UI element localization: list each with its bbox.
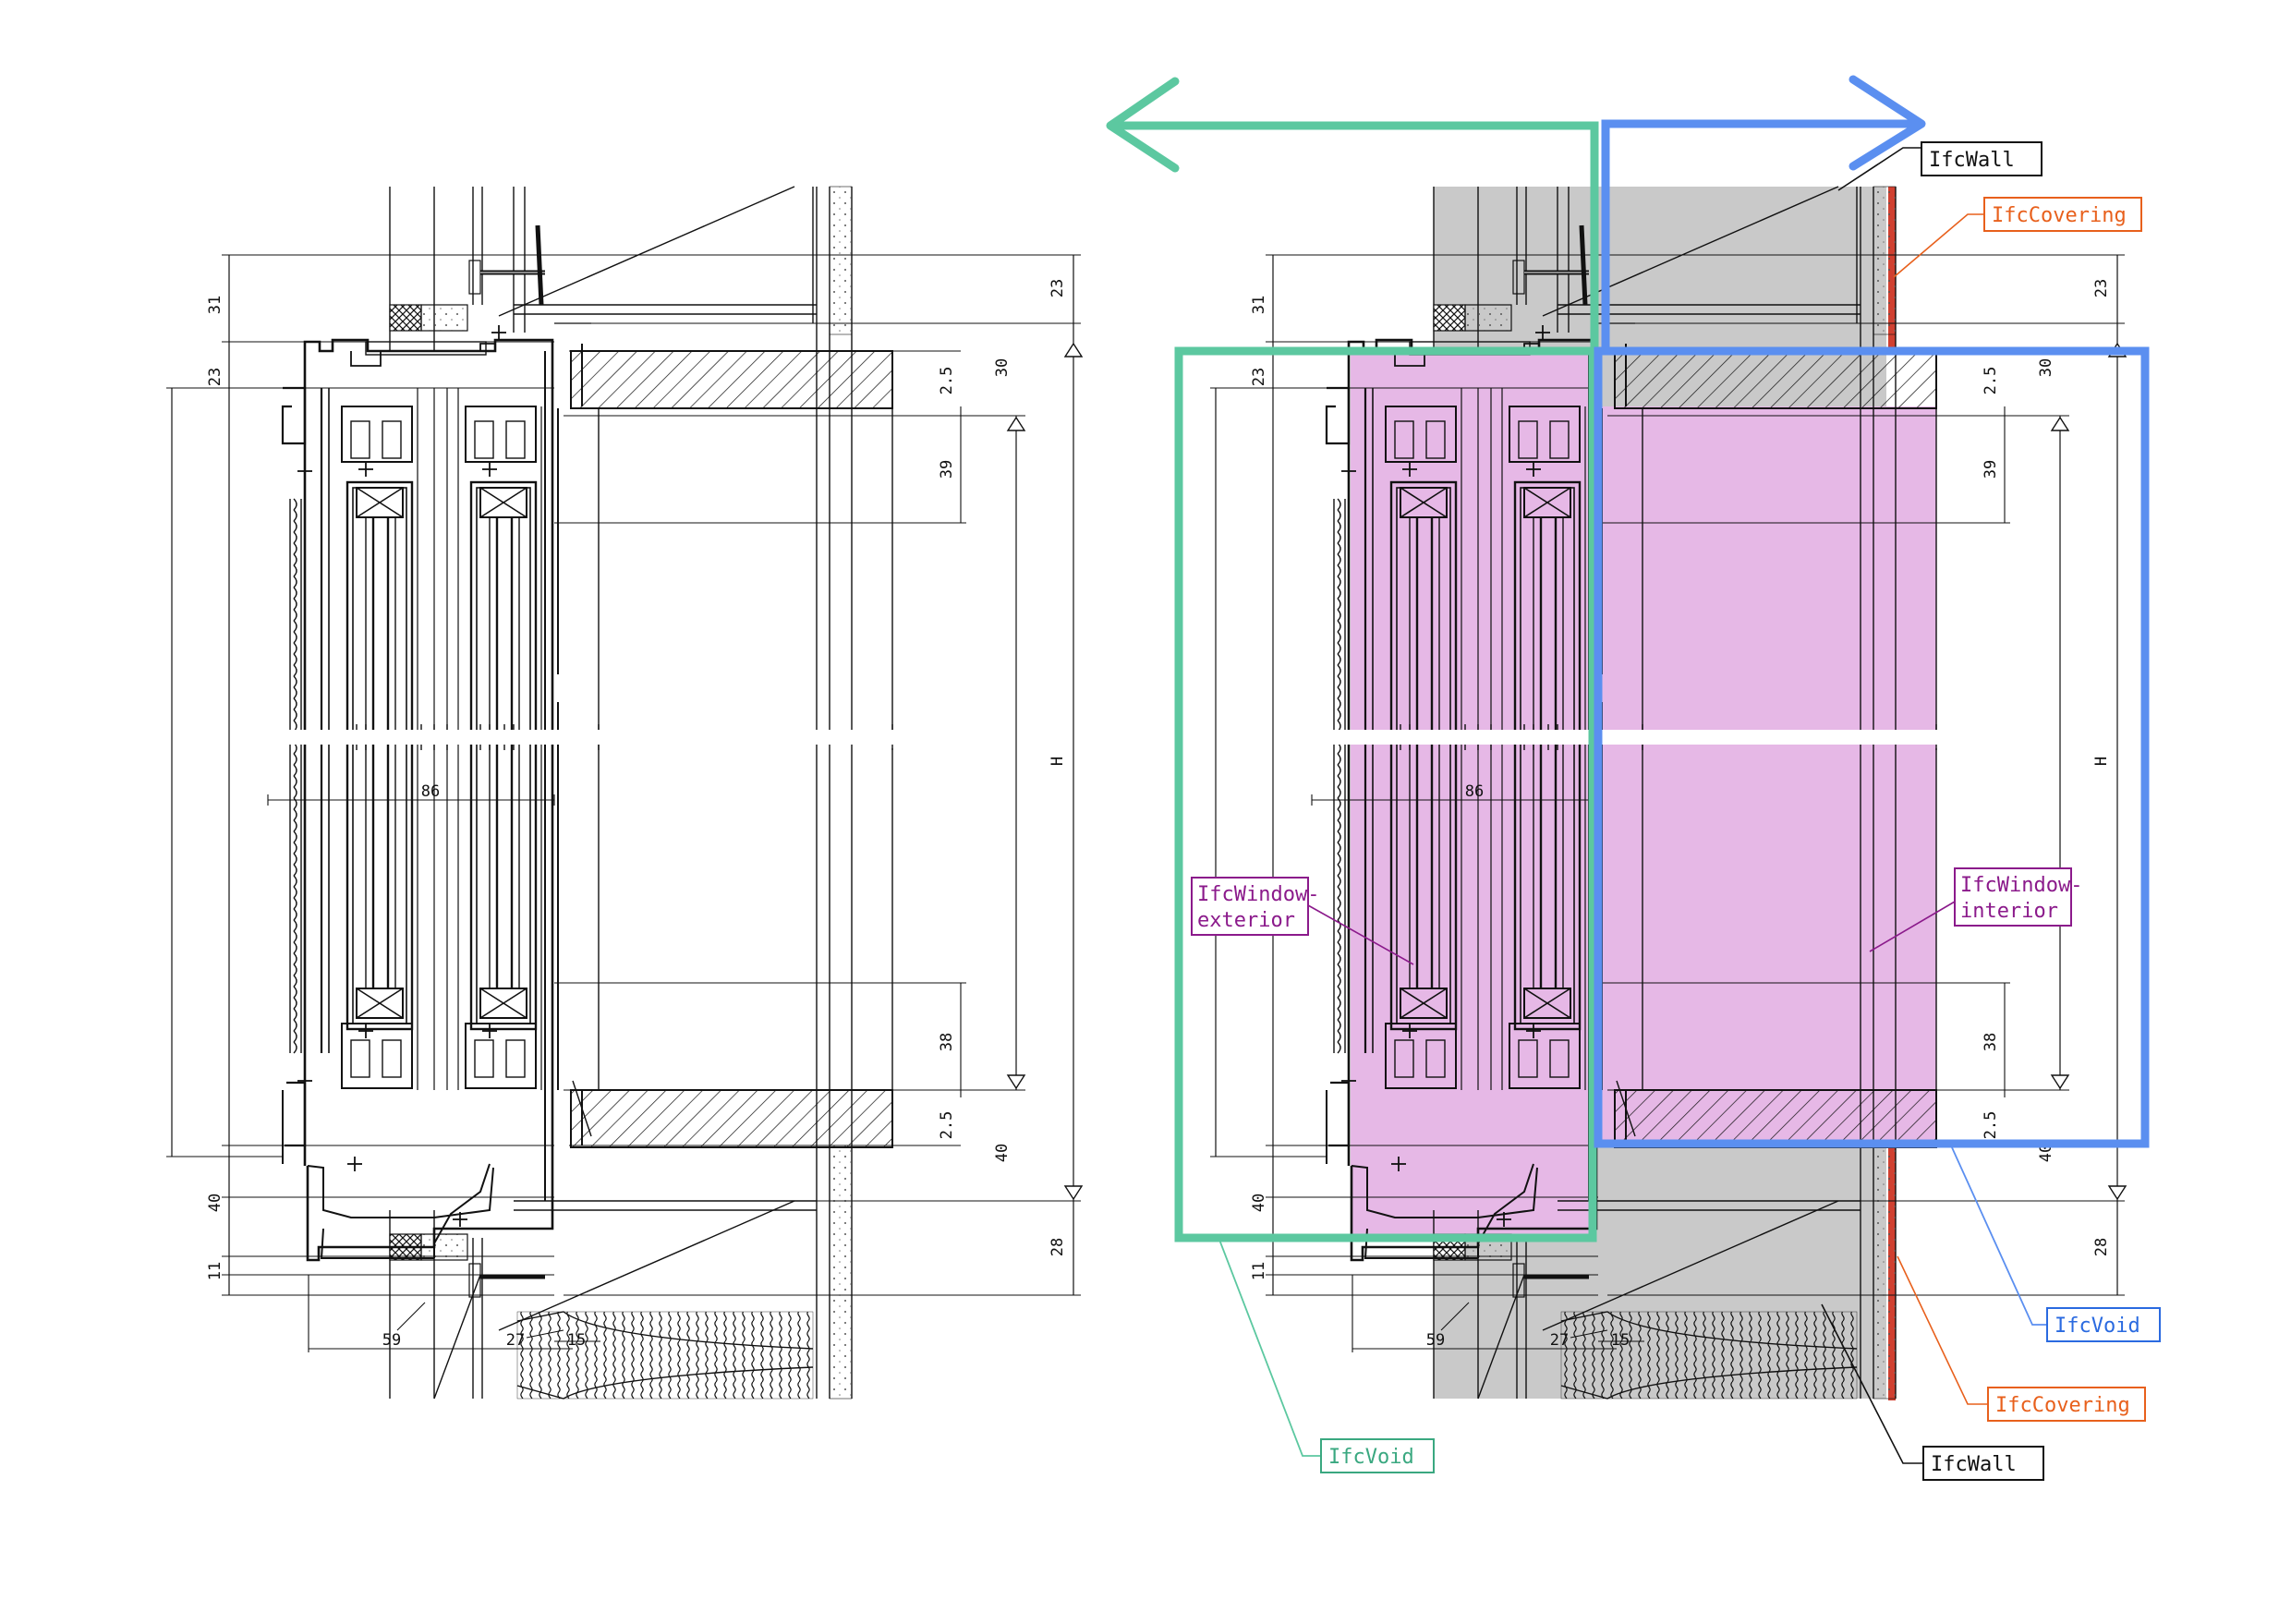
dim-40-right: 40 [2037, 1144, 2055, 1162]
break-line [268, 724, 915, 750]
dim-11: 11 [1250, 1262, 1268, 1280]
ifc-window-interior-label-box [1954, 867, 2072, 927]
dim-30: 30 [993, 358, 1012, 377]
ifc-void-exterior-label: IfcVoid [1328, 1446, 1414, 1469]
dim-59: 59 [382, 1331, 401, 1350]
interior-void-outline [1594, 346, 2150, 1148]
dim-23-right: 23 [2092, 279, 2111, 297]
screw-fasteners [468, 224, 545, 1298]
weather-strip [1333, 498, 1346, 1054]
ifc-void-interior-label-box [2046, 1307, 2161, 1342]
break-line [1312, 724, 1958, 750]
ifc-wall-label-top: IfcWall [1929, 149, 2015, 172]
dimension-lines: 31 23 40 11 23 28 H 30 40 2.5 39 38 2.5 86 59 27 15 [166, 254, 1084, 1352]
dim-23-left: 23 [206, 368, 224, 386]
dim-86: 86 [1465, 782, 1484, 801]
dim-2.5-top: 2.5 [938, 367, 956, 395]
screw-fasteners [1512, 224, 1589, 1298]
ifc-void-interior-label: IfcVoid [2055, 1315, 2140, 1338]
dim-59: 59 [1426, 1331, 1445, 1350]
dim-15: 15 [567, 1331, 586, 1350]
wall-lines [1433, 186, 1897, 1400]
section-drawing-left: 31 23 40 11 23 28 H 30 40 2.5 39 38 2.5 86 59 27 15 [166, 186, 1084, 1400]
dim-40-left: 40 [206, 1194, 224, 1212]
dim-39: 39 [1982, 460, 2000, 479]
ifc-covering-label-bottom: IfcCovering [1995, 1394, 2130, 1417]
reveal-hatched-boards [1598, 322, 1937, 1148]
dimension-lines: 31 23 40 11 23 28 H 30 40 2.5 39 38 2.5 86 59 27 15 [1210, 254, 2127, 1352]
dim-28: 28 [1049, 1238, 1067, 1256]
reveal-hatched-boards [554, 322, 893, 1148]
dim-40-left: 40 [1250, 1194, 1268, 1212]
section-drawing-right: 31 23 40 11 23 28 H 30 40 2.5 39 38 2.5 86 59 27 15 [1210, 186, 2127, 1400]
ifc-window-interior-label-line1: IfcWindow- [1960, 874, 2082, 897]
ifc-covering-label-top-box [1983, 197, 2142, 232]
ifc-wall-label-bottom: IfcWall [1931, 1453, 2017, 1476]
dim-86: 86 [421, 782, 440, 801]
window-fill-interior [1593, 406, 1936, 1144]
interior-void-arrowhead [1849, 75, 1926, 171]
interior-void-arrow [1601, 119, 1920, 351]
dim-30: 30 [2037, 358, 2055, 377]
ifc-window-exterior-label-box [1191, 877, 1309, 936]
dim-31: 31 [1250, 296, 1268, 314]
window-frame-profiles [281, 325, 554, 1262]
exterior-void-outline [1174, 346, 1597, 1242]
ifc-window-exterior-label-line1: IfcWindow- [1197, 883, 1319, 906]
ifc-covering-label-top: IfcCovering [1992, 204, 2127, 227]
dim-28: 28 [2092, 1238, 2111, 1256]
ifc-labels: IfcWall IfcCovering IfcWindow- exterior … [1191, 141, 2161, 1481]
dim-23-right: 23 [1049, 279, 1067, 297]
dim-2.5-bottom: 2.5 [1982, 1111, 2000, 1140]
ifc-wall-label-bottom-box [1922, 1446, 2044, 1481]
dim-2.5-bottom: 2.5 [938, 1111, 956, 1140]
dim-38: 38 [938, 1033, 956, 1051]
dim-11: 11 [206, 1262, 224, 1280]
weather-strip [289, 498, 302, 1054]
ifc-window-exterior-label-line2: exterior [1197, 909, 1295, 932]
annotation-overlays [1106, 75, 2150, 1242]
dim-H: H [2092, 757, 2111, 766]
dim-2.5-top: 2.5 [1982, 367, 2000, 395]
dim-27: 27 [1550, 1331, 1569, 1350]
dim-23-left: 23 [1250, 368, 1268, 386]
ifc-window-interior-label-line2: interior [1960, 900, 2058, 923]
exterior-void-arrow [1113, 121, 1599, 351]
ifc-void-exterior-label-box [1320, 1438, 1435, 1473]
dim-40-right: 40 [993, 1144, 1012, 1162]
dim-38: 38 [1982, 1033, 2000, 1051]
dim-H: H [1049, 757, 1067, 766]
dim-15: 15 [1611, 1331, 1630, 1350]
exterior-void-arrowhead [1106, 77, 1180, 173]
dim-39: 39 [938, 460, 956, 479]
dim-31: 31 [206, 296, 224, 314]
dim-27: 27 [506, 1331, 525, 1350]
ifc-covering-label-bottom-box [1987, 1387, 2146, 1422]
ifc-wall-label-top-box [1921, 141, 2043, 176]
